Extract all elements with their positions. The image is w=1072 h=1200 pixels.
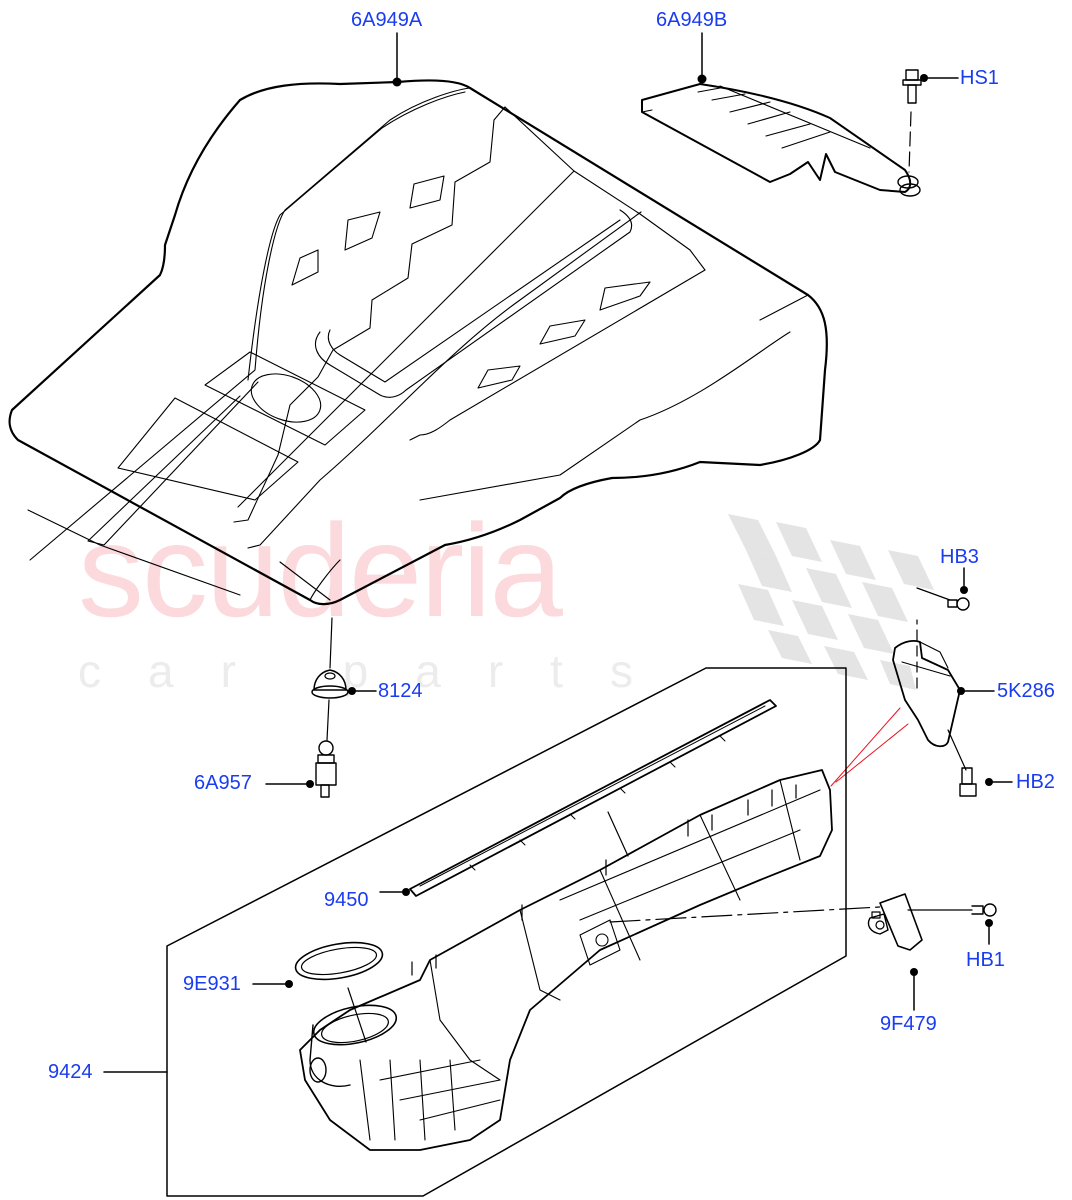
- callout-6A957[interactable]: 6A957: [194, 772, 252, 794]
- bracket-bolt-upper[interactable]: [947, 597, 970, 611]
- callout-HB1[interactable]: HB1: [966, 949, 1005, 971]
- callout-HS1[interactable]: HS1: [960, 67, 999, 89]
- shield-bolt[interactable]: [902, 69, 922, 104]
- manifold-group-box: [166, 667, 847, 1197]
- callout-8124[interactable]: 8124: [378, 680, 423, 702]
- callout-9F479[interactable]: 9F479: [880, 1013, 937, 1035]
- grommet[interactable]: [311, 669, 349, 699]
- callout-HB2[interactable]: HB2: [1016, 771, 1055, 793]
- callout-9424[interactable]: 9424: [48, 1061, 93, 1083]
- engine-cover-rear-shield[interactable]: [641, 83, 921, 197]
- engine-cover[interactable]: [8, 79, 828, 606]
- manifold-gasket[interactable]: [409, 699, 777, 897]
- callout-9E931[interactable]: 9E931: [183, 973, 241, 995]
- bracket-bolt-lower[interactable]: [959, 767, 977, 797]
- map-sensor[interactable]: [867, 893, 923, 951]
- callout-6A949A[interactable]: 6A949A: [351, 9, 423, 31]
- sensor-bolt[interactable]: [971, 903, 997, 917]
- checkered-flag-watermark: [728, 514, 934, 690]
- intake-manifold[interactable]: [299, 769, 833, 1151]
- throttle-body-seal[interactable]: [293, 937, 386, 986]
- bracket[interactable]: [892, 640, 961, 748]
- callout-6A949B[interactable]: 6A949B: [656, 9, 728, 31]
- ball-stud[interactable]: [315, 740, 337, 798]
- callout-5K286[interactable]: 5K286: [997, 680, 1055, 702]
- callout-HB3[interactable]: HB3: [940, 546, 979, 568]
- callout-9450[interactable]: 9450: [324, 889, 369, 911]
